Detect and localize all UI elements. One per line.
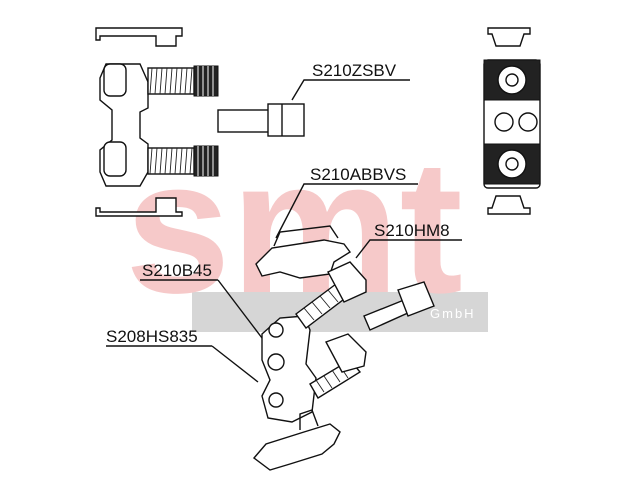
isometric-tnut-bottom <box>325 333 367 373</box>
cover-plate-top <box>255 239 352 279</box>
top-rail-profile <box>95 27 183 47</box>
side-view-assembly <box>95 27 219 217</box>
label-s210zsbv: S210ZSBV <box>312 61 397 80</box>
label-s208hs835: S208HS835 <box>106 327 198 346</box>
end-view-assembly <box>483 27 541 215</box>
bottom-rail-profile <box>95 197 183 217</box>
label-s210b45: S210B45 <box>142 261 212 280</box>
leader-lines <box>106 79 462 383</box>
label-s210hm8: S210HM8 <box>374 221 450 240</box>
label-s210abbvs: S210ABBVS <box>310 165 406 184</box>
isometric-tnut-top <box>327 261 367 303</box>
isometric-assembly <box>252 225 435 471</box>
cover-plate-bottom <box>252 423 341 471</box>
end-top-clip <box>487 27 531 47</box>
watermark-subtitle: GmbH <box>430 306 476 321</box>
square-nut-part <box>217 103 305 137</box>
screw-head-bottom <box>103 141 127 177</box>
screw-head-top <box>103 63 127 97</box>
end-bottom-clip <box>487 195 531 215</box>
